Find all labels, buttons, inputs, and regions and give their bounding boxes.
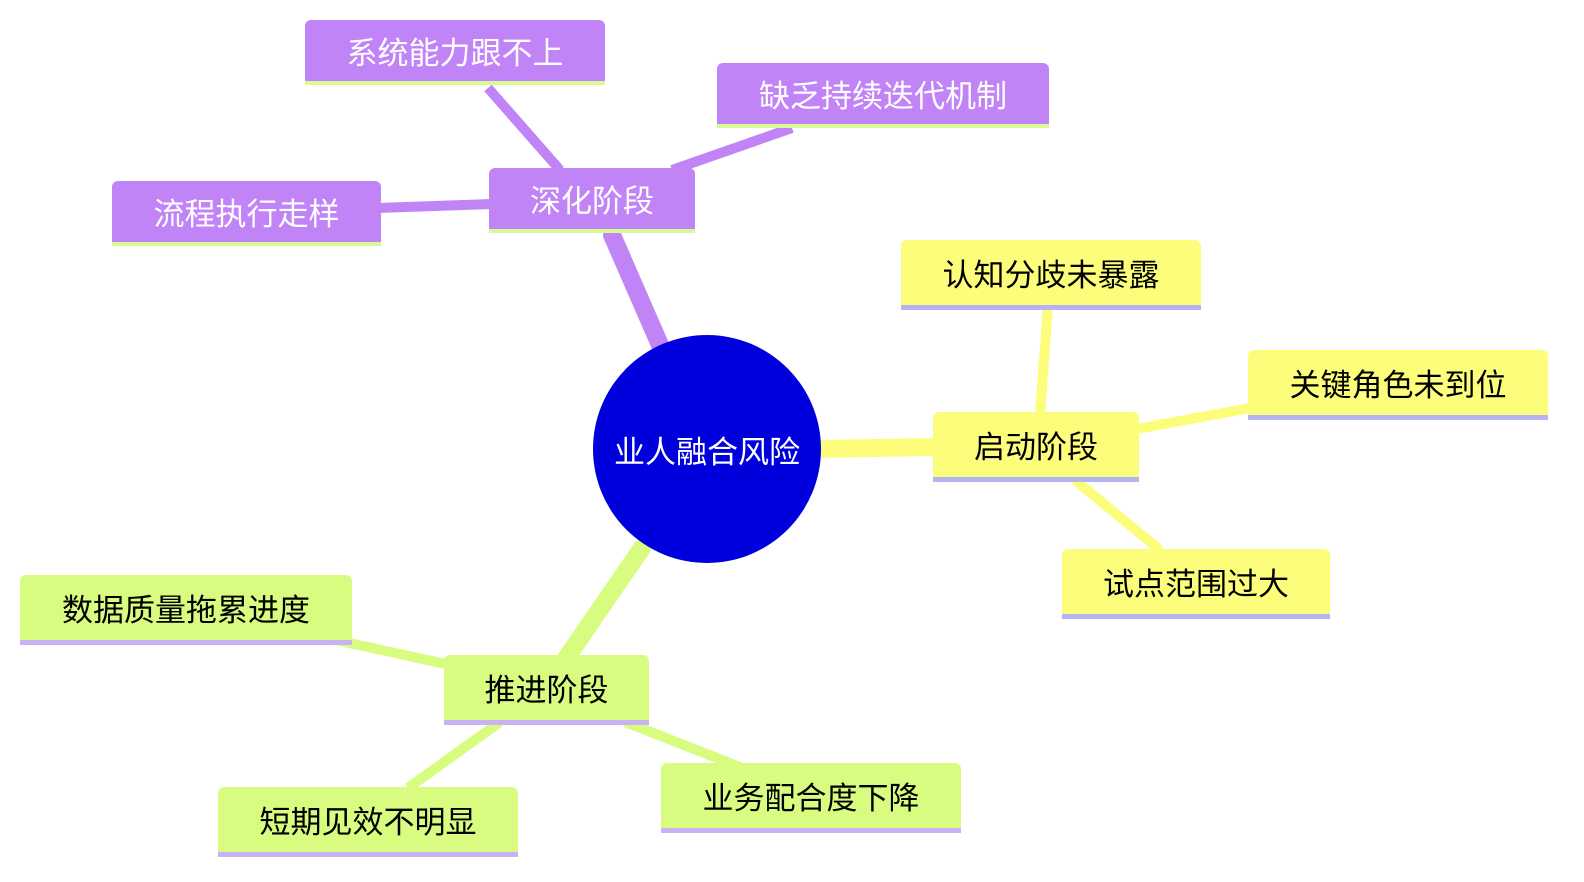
- branch-node-advance[interactable]: 推进阶段: [444, 655, 649, 725]
- leaf-label: 试点范围过大: [1103, 567, 1289, 603]
- leaf-node[interactable]: 系统能力跟不上: [305, 20, 605, 85]
- root-node[interactable]: 业人融合风险: [593, 335, 821, 563]
- leaf-node[interactable]: 流程执行走样: [112, 181, 381, 246]
- leaf-node[interactable]: 缺乏持续迭代机制: [717, 63, 1049, 128]
- leaf-label: 短期见效不明显: [259, 805, 477, 841]
- link-root-advance: [556, 539, 651, 669]
- branch-label: 启动阶段: [974, 430, 1098, 466]
- branch-node-deepen[interactable]: 深化阶段: [489, 168, 695, 233]
- branch-label: 推进阶段: [484, 673, 609, 709]
- leaf-label: 缺乏持续迭代机制: [759, 79, 1007, 115]
- leaf-node[interactable]: 认知分歧未暴露: [901, 240, 1201, 310]
- link-advance-effect: [405, 717, 503, 793]
- leaf-label: 关键角色未到位: [1289, 368, 1507, 404]
- leaf-label: 认知分歧未暴露: [942, 258, 1160, 294]
- link-start-roles: [1136, 403, 1251, 434]
- leaf-node[interactable]: 短期见效不明显: [218, 787, 518, 857]
- leaf-label: 系统能力跟不上: [346, 36, 564, 72]
- root-label: 业人融合风险: [614, 434, 800, 471]
- leaf-label: 流程执行走样: [153, 197, 340, 233]
- leaf-label: 数据质量拖累进度: [62, 593, 310, 629]
- leaf-label: 业务配合度下降: [702, 781, 920, 817]
- link-start-scope: [1071, 476, 1164, 554]
- link-root-start: [819, 438, 936, 458]
- branch-node-start[interactable]: 启动阶段: [933, 412, 1139, 482]
- link-advance-cooperation: [623, 717, 742, 772]
- link-root-deepen: [603, 226, 669, 354]
- leaf-node[interactable]: 数据质量拖累进度: [20, 575, 352, 645]
- link-start-cognition: [1035, 305, 1053, 415]
- link-deepen-iteration: [670, 123, 794, 175]
- link-advance-data: [333, 635, 448, 669]
- leaf-node[interactable]: 试点范围过大: [1062, 549, 1330, 619]
- leaf-node[interactable]: 业务配合度下降: [661, 763, 961, 833]
- branch-label: 深化阶段: [530, 184, 654, 220]
- leaf-node[interactable]: 关键角色未到位: [1248, 350, 1548, 420]
- link-deepen-system: [484, 84, 564, 174]
- link-deepen-process: [377, 199, 493, 213]
